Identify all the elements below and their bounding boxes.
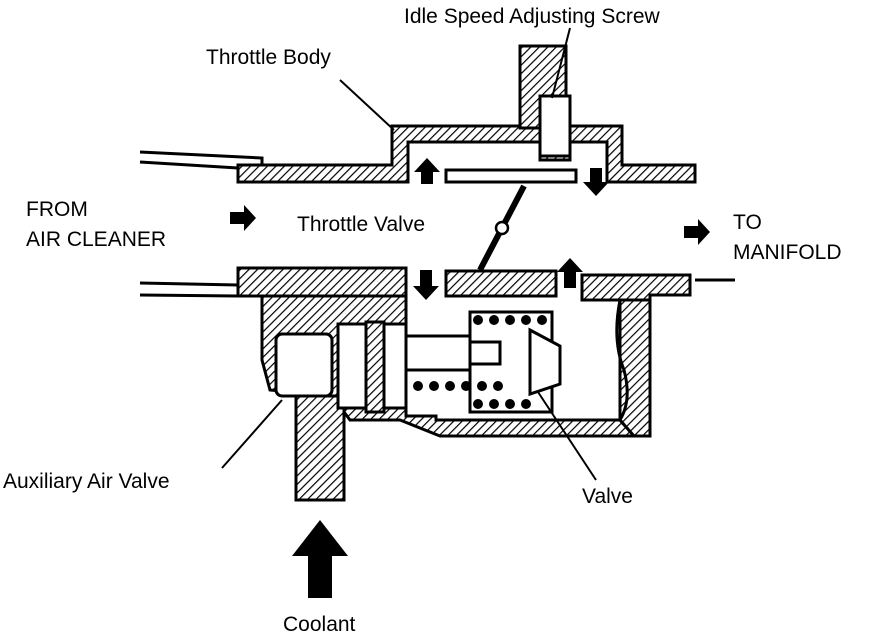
arrow-down-icon xyxy=(413,270,439,300)
valve-label: Valve xyxy=(582,485,633,508)
throttle-body-housing xyxy=(236,44,697,502)
from-line2: AIR CLEANER xyxy=(26,228,167,251)
from-air-cleaner-label: FROM AIR CLEANER xyxy=(26,195,166,255)
throttle-body-label: Throttle Body xyxy=(206,46,331,69)
arrow-up-icon xyxy=(414,158,440,184)
leader-lines xyxy=(221,27,597,481)
spring-coils xyxy=(413,315,547,409)
arrow-up-icon xyxy=(292,520,348,598)
throttle-valve-label: Throttle Valve xyxy=(297,213,425,236)
arrow-down-icon xyxy=(583,168,609,196)
coolant-label: Coolant xyxy=(283,613,356,636)
valve-internals xyxy=(274,94,578,414)
from-line1: FROM xyxy=(26,198,88,221)
arrow-up-icon xyxy=(557,258,583,288)
to-line1: TO xyxy=(733,211,762,234)
flow-arrows xyxy=(230,158,710,598)
to-manifold-label: TO MANIFOLD xyxy=(733,208,842,268)
intake-ducts xyxy=(139,150,735,421)
arrow-right-icon xyxy=(230,205,256,231)
throttle-plate xyxy=(477,184,527,272)
idle-speed-adjusting-screw-label: Idle Speed Adjusting Screw xyxy=(404,5,660,28)
arrow-right-icon xyxy=(684,219,710,245)
to-line2: MANIFOLD xyxy=(733,241,842,264)
auxiliary-air-valve-label: Auxiliary Air Valve xyxy=(3,470,170,493)
